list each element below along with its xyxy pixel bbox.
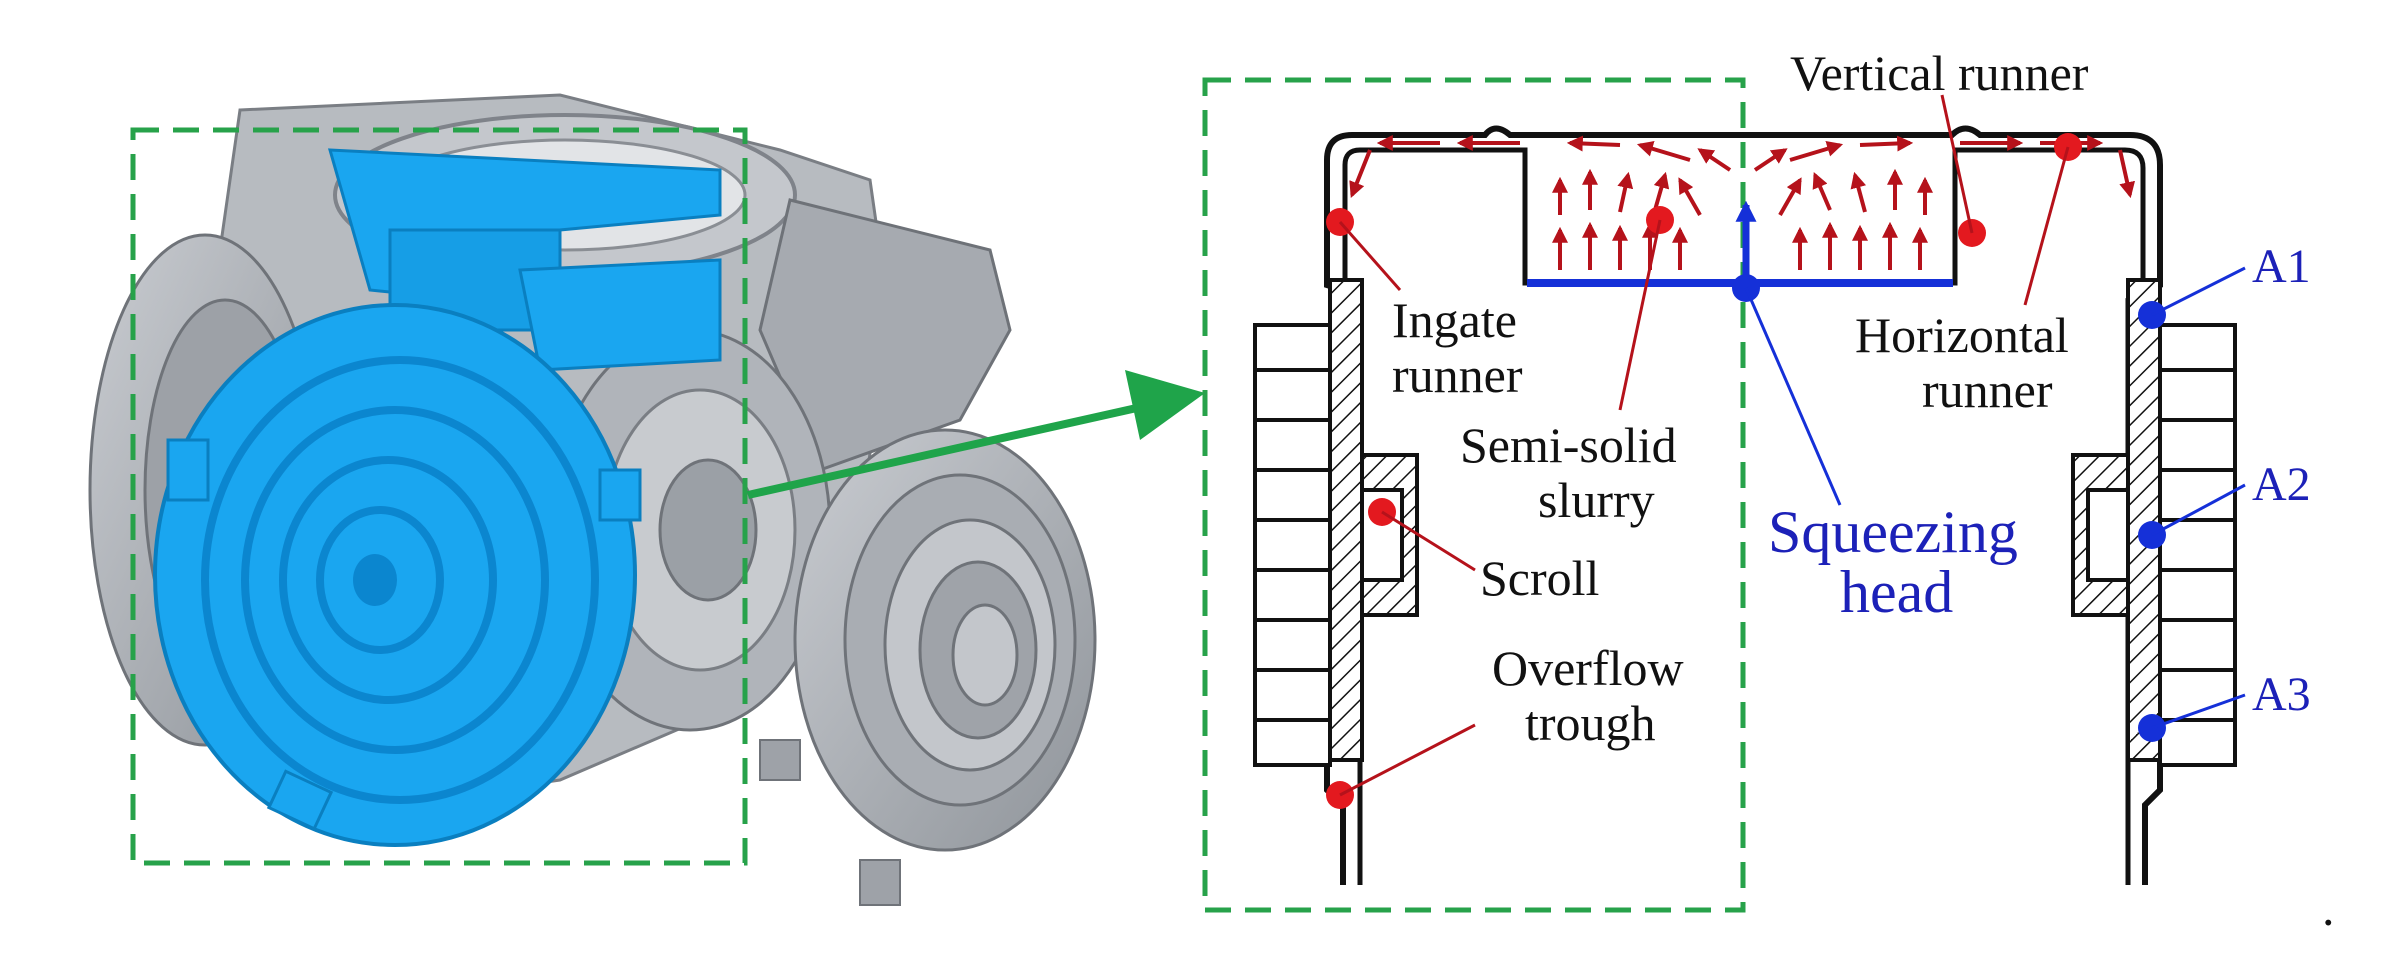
label-scroll: Scroll [1480, 550, 1599, 606]
assembly-3d-model [88, 93, 1097, 906]
scroll-part-blue [153, 148, 722, 847]
red-points [1326, 133, 2082, 809]
label-semi-solid-line2: slurry [1538, 472, 1655, 528]
leader-lines [1338, 94, 2246, 797]
selection-box-left [130, 127, 748, 866]
label-semi-solid-line1: Semi-solid [1460, 417, 1677, 473]
right-wall-section [2071, 278, 2237, 767]
label-ingate-runner-line1: Ingate [1392, 292, 1517, 348]
label-ingate-runner-line2: runner [1392, 347, 1523, 403]
label-overflow-trough-line2: trough [1525, 695, 1656, 751]
label-horizontal-runner-line2: runner [1922, 362, 2053, 418]
label-vertical-runner: Vertical runner [1790, 45, 2089, 101]
label-a3: A3 [2252, 668, 2311, 721]
selection-box-right [1202, 77, 1746, 913]
left-wall-section [1253, 278, 1419, 767]
label-a2: A2 [2252, 458, 2311, 511]
label-horizontal-runner-line1: Horizontal [1855, 307, 2069, 363]
flow-vectors [1349, 135, 2136, 270]
label-squeezing-head-line2: head [1840, 559, 1953, 625]
label-squeezing-head-line1: Squeezing [1768, 499, 2018, 565]
label-a1: A1 [2252, 240, 2311, 293]
trailing-period: . [2322, 880, 2335, 936]
section-diagram: Vertical runner Ingate runner Horizontal… [1202, 45, 2335, 936]
runner-outline [1324, 125, 2163, 885]
green-arrow-icon [747, 370, 1205, 499]
label-overflow-trough-line1: Overflow [1492, 640, 1684, 696]
